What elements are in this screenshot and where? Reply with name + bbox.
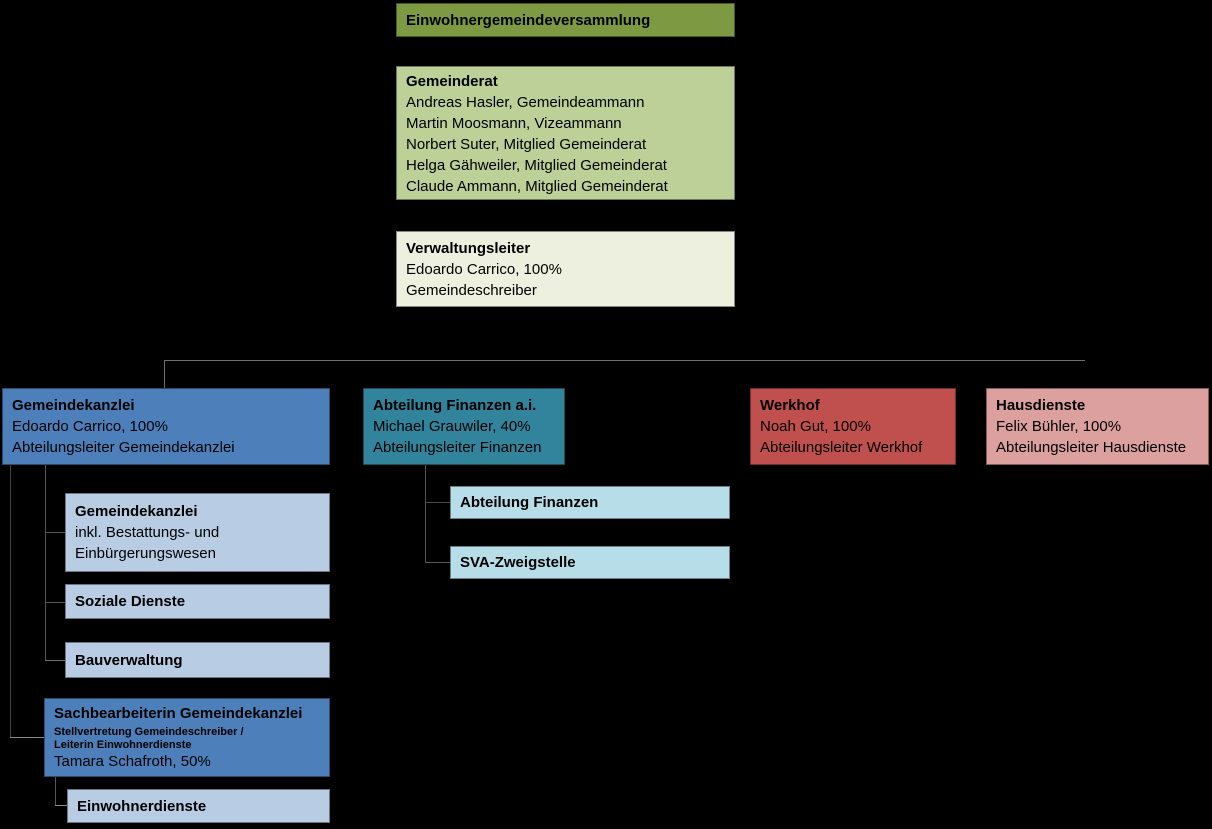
box-title: Gemeinderat <box>406 73 498 90</box>
box-gemeinderat: Gemeinderat Andreas Hasler, Gemeindeamma… <box>396 66 735 200</box>
connector-stub-bauverwaltung <box>45 660 65 661</box>
connector-clerk-vertical <box>10 465 11 737</box>
box-abteilung-finanzen-unit: Abteilung Finanzen <box>450 486 730 519</box>
person-line: Edoardo Carrico, 100% <box>406 261 562 278</box>
person-line: Noah Gut, 100% <box>760 418 871 435</box>
box-title: Sachbearbeiterin Gemeindekanzlei <box>54 705 303 722</box>
connector-kanzlei-vertical <box>45 465 46 661</box>
box-title: Hausdienste <box>996 397 1086 414</box>
box-werkhof: Werkhof Noah Gut, 100% Abteilungsleiter … <box>750 388 956 465</box>
detail-line: Einbürgerungswesen <box>75 545 216 562</box>
box-title: SVA-Zweigstelle <box>460 554 576 571</box>
box-abteilung-finanzen-ai: Abteilung Finanzen a.i. Michael Grauwile… <box>363 388 565 465</box>
box-title: Einwohnergemeindeversammlung <box>406 11 651 29</box>
role-line: Abteilungsleiter Werkhof <box>760 439 923 456</box>
council-member: Helga Gähweiler, Mitglied Gemeinderat <box>406 157 667 174</box>
box-title: Werkhof <box>760 397 820 414</box>
connector-main-horizontal <box>164 360 1085 361</box>
box-gemeindekanzlei-unit: Gemeindekanzlei inkl. Bestattungs- und E… <box>65 493 330 572</box>
council-member: Martin Moosmann, Vizeammann <box>406 115 622 132</box>
deputy-role-line: Stellvertretung Gemeindeschreiber / <box>54 726 244 738</box>
box-title: Abteilung Finanzen <box>460 494 599 511</box>
person-line: Tamara Schafroth, 50% <box>54 753 211 770</box>
detail-line: inkl. Bestattungs- und <box>75 524 220 541</box>
deputy-role-line: Leiterin Einwohnerdienste <box>54 739 192 751</box>
person-line: Felix Bühler, 100% <box>996 418 1122 435</box>
council-member: Claude Ammann, Mitglied Gemeinderat <box>406 178 668 195</box>
box-title: Einwohnerdienste <box>77 797 207 815</box>
connector-einwohnerdienste-vertical <box>55 777 56 806</box>
box-verwaltungsleiter: Verwaltungsleiter Edoardo Carrico, 100% … <box>396 231 735 307</box>
box-sachbearbeiterin-gemeindekanzlei: Sachbearbeiterin Gemeindekanzlei Stellve… <box>44 698 330 777</box>
connector-stub-abteilung-finanzen <box>425 502 450 503</box>
box-soziale-dienste: Soziale Dienste <box>65 584 330 619</box>
connector-stub-soziale-dienste <box>45 602 65 603</box>
box-title: Bauverwaltung <box>75 651 183 669</box>
council-member: Norbert Suter, Mitglied Gemeinderat <box>406 136 647 153</box>
role-line: Abteilungsleiter Finanzen <box>373 439 542 456</box>
box-title: Abteilung Finanzen a.i. <box>373 397 537 414</box>
connector-finanzen-vertical <box>425 464 426 563</box>
box-title: Gemeindekanzlei <box>12 397 135 414</box>
role-line: Gemeindeschreiber <box>406 282 537 299</box>
box-hausdienste: Hausdienste Felix Bühler, 100% Abteilung… <box>986 388 1209 465</box>
box-sva-zweigstelle: SVA-Zweigstelle <box>450 546 730 579</box>
council-member: Andreas Hasler, Gemeindeammann <box>406 94 645 111</box>
box-gemeindekanzlei-abteilung: Gemeindekanzlei Edoardo Carrico, 100% Ab… <box>2 388 330 465</box>
box-einwohnergemeindeversammlung: Einwohnergemeindeversammlung <box>396 3 735 37</box>
connector-einwohnerdienste-horizontal <box>55 805 67 806</box>
box-einwohnerdienste: Einwohnerdienste <box>67 789 330 823</box>
connector-stub-kanzlei-unit <box>45 532 65 533</box>
person-line: Michael Grauwiler, 40% <box>373 418 531 435</box>
box-title: Gemeindekanzlei <box>75 503 198 520</box>
connector-main-drop-left <box>164 360 165 388</box>
connector-stub-sva-zweigstelle <box>425 562 450 563</box>
box-title: Soziale Dienste <box>75 593 186 610</box>
box-title: Verwaltungsleiter <box>406 240 531 257</box>
connector-clerk-horizontal <box>10 737 44 738</box>
role-line: Abteilungsleiter Gemeindekanzlei <box>12 439 235 456</box>
box-bauverwaltung: Bauverwaltung <box>65 642 330 678</box>
person-line: Edoardo Carrico, 100% <box>12 418 168 435</box>
role-line: Abteilungsleiter Hausdienste <box>996 439 1187 456</box>
